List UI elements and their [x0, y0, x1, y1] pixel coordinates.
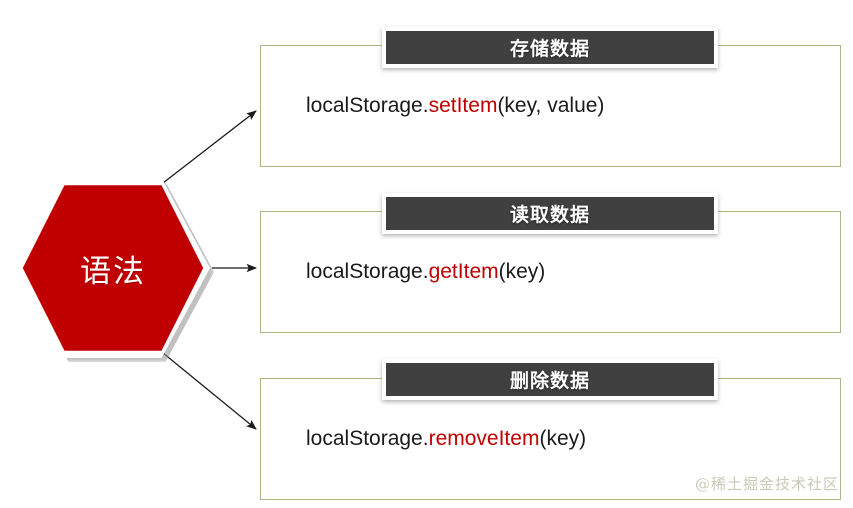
code-method: setItem — [428, 94, 498, 117]
branch-header-label-store: 存储数据 — [509, 38, 590, 60]
branch-header-store: 存储数据 — [382, 27, 718, 68]
code-method: removeItem — [428, 427, 540, 450]
code-prefix: localStorage. — [306, 94, 429, 117]
code-prefix: localStorage. — [306, 427, 429, 450]
hexagon-fill — [22, 185, 204, 351]
code-method: getItem — [428, 260, 499, 283]
arrow-to-store — [162, 110, 257, 184]
root-node-label: 语法 — [80, 253, 146, 290]
code-line-store: localStorage.setItem(key, value) — [306, 94, 604, 118]
root-node-syntax[interactable]: 语法 — [16, 178, 214, 362]
code-suffix: (key) — [498, 260, 546, 283]
branch-header-read: 读取数据 — [382, 193, 718, 234]
branch-header-remove: 删除数据 — [382, 359, 718, 400]
watermark: @稀土掘金技术社区 — [694, 475, 839, 493]
code-prefix: localStorage. — [306, 260, 429, 283]
branch-card-remove: localStorage.removeItem(key) — [260, 378, 841, 500]
branch-header-label-remove: 删除数据 — [509, 370, 590, 392]
code-line-read: localStorage.getItem(key) — [306, 260, 545, 284]
branch-header-label-read: 读取数据 — [509, 204, 590, 226]
code-suffix: (key, value) — [497, 94, 605, 117]
code-suffix: (key) — [539, 427, 587, 450]
arrow-to-remove — [162, 352, 257, 430]
code-line-remove: localStorage.removeItem(key) — [306, 427, 586, 451]
